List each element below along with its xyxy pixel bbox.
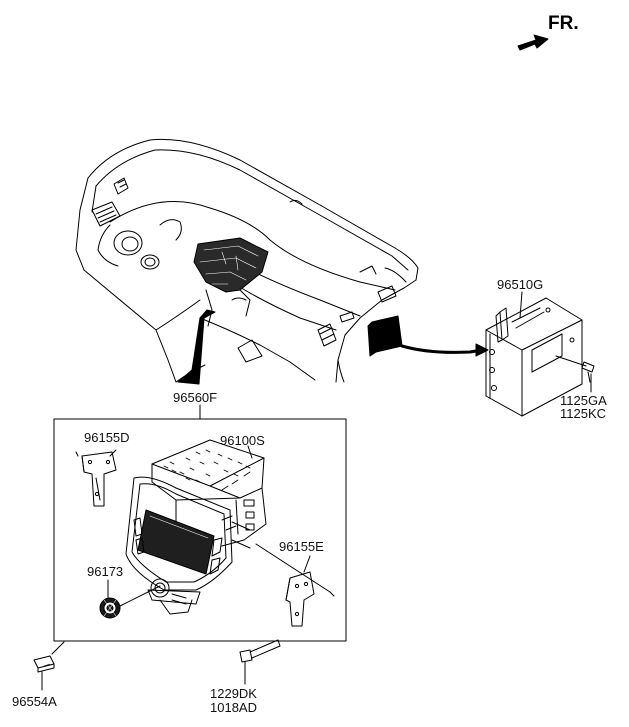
dashboard-drawing bbox=[75, 138, 419, 383]
part-label-1125GA: 1125GA bbox=[560, 393, 607, 408]
dash-head-unit bbox=[193, 237, 269, 293]
amplifier-drawing bbox=[485, 297, 595, 417]
bracket-96155D-drawing bbox=[75, 451, 117, 507]
part-label-96155E: 96155E bbox=[279, 539, 324, 554]
part-label-1229DK: 1229DK bbox=[210, 686, 257, 701]
part-96554A-drawing bbox=[33, 655, 55, 673]
part-label-96560F: 96560F bbox=[173, 390, 218, 405]
part-label-96510G: 96510G bbox=[497, 277, 544, 292]
connector-block bbox=[371, 315, 403, 353]
part-label-96155D: 96155D bbox=[84, 430, 130, 445]
screw-1229DK-drawing bbox=[239, 639, 281, 663]
front-direction-label: FR. bbox=[548, 13, 579, 34]
front-direction-arrow bbox=[517, 34, 549, 51]
screw-1125GA bbox=[581, 361, 595, 373]
bracket-96155E-drawing bbox=[285, 571, 315, 627]
part-label-96554A: 96554A bbox=[12, 694, 57, 709]
faceplate-screen bbox=[137, 509, 215, 575]
part-label-96100S: 96100S bbox=[220, 433, 265, 448]
leader-dash-to-unit bbox=[177, 309, 216, 385]
knob-96173-drawing bbox=[99, 597, 121, 619]
part-label-1018AD: 1018AD bbox=[210, 700, 257, 715]
part-label-1125KC: 1125KC bbox=[560, 406, 607, 421]
faceplate-drawing bbox=[125, 476, 251, 615]
part-label-96173: 96173 bbox=[87, 564, 124, 579]
head-unit-group-frame bbox=[53, 418, 347, 642]
